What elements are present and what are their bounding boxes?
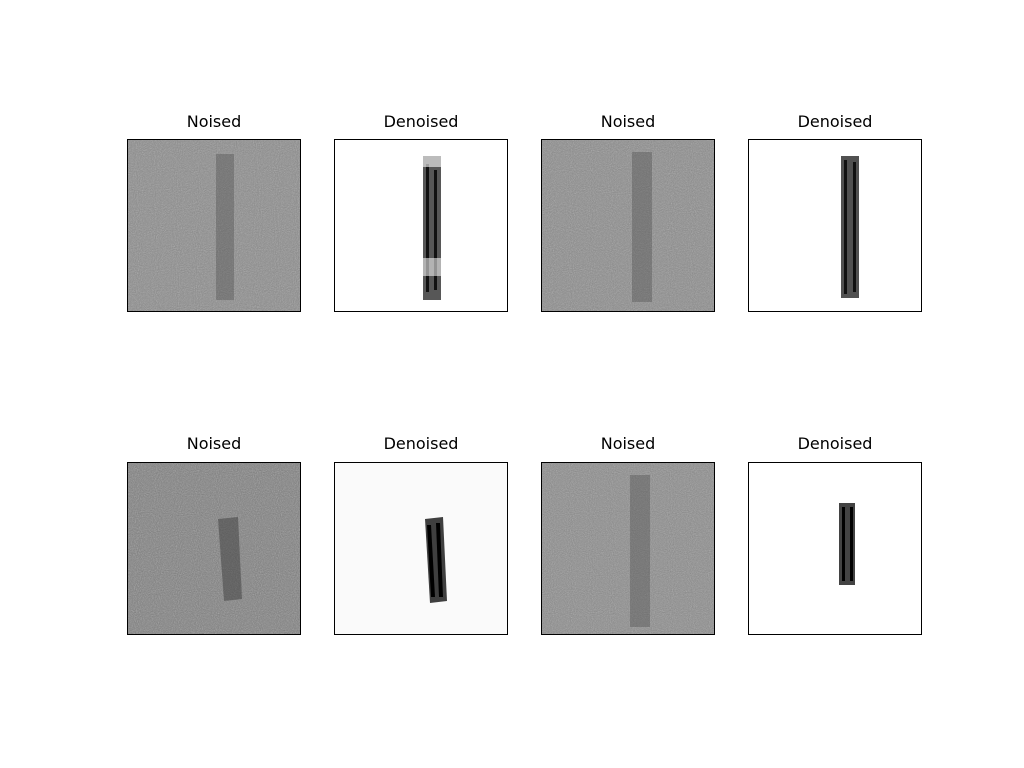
image-panel-denoised-3 [334, 462, 508, 635]
image-panel-noised-2 [541, 139, 715, 312]
noised-image-3 [128, 463, 300, 634]
panel-title-3: Noised [600, 112, 656, 131]
panel-title-6: Denoised [383, 434, 459, 453]
image-panel-denoised-2 [748, 139, 922, 312]
panel-title-1: Noised [186, 112, 242, 131]
panel-title-2: Denoised [383, 112, 459, 131]
denoised-image-4 [749, 463, 921, 634]
noised-image-2 [542, 140, 714, 311]
noised-image-4 [542, 463, 714, 634]
denoised-image-1 [335, 140, 507, 311]
denoised-image-2 [749, 140, 921, 311]
panel-title-7: Noised [600, 434, 656, 453]
noised-image-1 [128, 140, 300, 311]
image-panel-noised-3 [127, 462, 301, 635]
image-panel-noised-4 [541, 462, 715, 635]
image-panel-noised-1 [127, 139, 301, 312]
panel-title-8: Denoised [797, 434, 873, 453]
panel-title-5: Noised [186, 434, 242, 453]
image-panel-denoised-1 [334, 139, 508, 312]
panel-title-4: Denoised [797, 112, 873, 131]
image-panel-denoised-4 [748, 462, 922, 635]
denoised-image-3 [335, 463, 507, 634]
